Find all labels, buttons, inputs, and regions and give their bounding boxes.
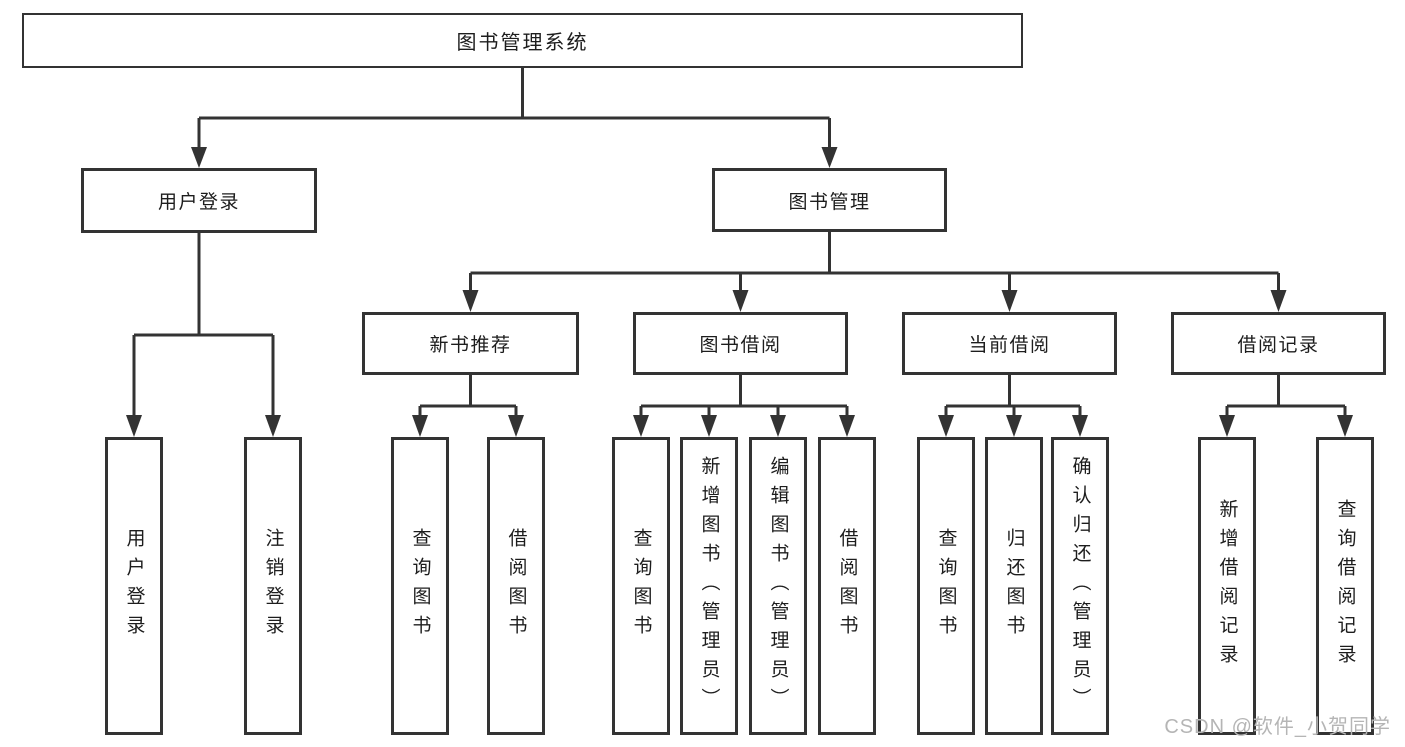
connector-root-to-level2 [191,68,838,168]
node-leaf-bb-borrow-book-label: 借阅图书 [836,528,858,644]
node-book-mgmt: 图书管理 [712,168,947,232]
node-leaf-cb-query-book: 查询图书 [917,437,975,735]
node-leaf-user-login-label: 用户登录 [123,528,145,644]
node-leaf-cb-query-book-label: 查询图书 [935,528,957,644]
connector-current-borrow-to-leaves [938,375,1088,437]
connector-book-borrow-to-leaves [633,375,855,437]
node-leaf-bb-add-book: 新增图书（管理员） [680,437,738,735]
connector-user-login-to-leaves [126,233,281,437]
connector-new-book-rec-to-leaves [412,375,524,437]
node-leaf-bb-edit-book-label: 编辑图书（管理员） [767,455,789,717]
node-book-borrow: 图书借阅 [633,312,848,375]
node-leaf-br-add-record: 新增借阅记录 [1198,437,1256,735]
node-leaf-rec-query-book: 查询图书 [391,437,449,735]
node-book-borrow-label: 图书借阅 [699,335,782,356]
node-leaf-br-query-record-label: 查询借阅记录 [1334,499,1356,673]
node-current-borrow-label: 当前借阅 [968,335,1051,356]
node-leaf-rec-borrow-book: 借阅图书 [487,437,545,735]
node-current-borrow: 当前借阅 [902,312,1117,375]
csdn-watermark: CSDN @软件_小贺同学 [1164,716,1391,738]
connector-book-mgmt-to-level3 [462,232,1287,312]
node-leaf-cb-return-book-label: 归还图书 [1003,528,1025,644]
node-leaf-bb-edit-book: 编辑图书（管理员） [749,437,807,735]
node-leaf-bb-query-book: 查询图书 [612,437,670,735]
node-leaf-br-add-record-label: 新增借阅记录 [1216,499,1238,673]
node-leaf-br-query-record: 查询借阅记录 [1316,437,1374,735]
node-root: 图书管理系统 [22,13,1023,68]
node-user-login-label: 用户登录 [157,192,240,213]
node-borrow-records: 借阅记录 [1171,312,1386,375]
node-leaf-logout-label: 注销登录 [262,528,284,644]
node-leaf-bb-query-book-label: 查询图书 [630,528,652,644]
node-leaf-cb-confirm-return-label: 确认归还（管理员） [1069,455,1091,717]
node-leaf-bb-add-book-label: 新增图书（管理员） [698,455,720,717]
node-leaf-cb-return-book: 归还图书 [985,437,1043,735]
node-root-label: 图书管理系统 [456,32,589,54]
node-leaf-user-login: 用户登录 [105,437,163,735]
node-book-mgmt-label: 图书管理 [788,191,871,213]
node-leaf-rec-borrow-book-label: 借阅图书 [505,528,527,644]
node-leaf-cb-confirm-return: 确认归还（管理员） [1051,437,1109,735]
node-leaf-bb-borrow-book: 借阅图书 [818,437,876,735]
node-new-book-rec-label: 新书推荐 [429,335,512,356]
connector-borrow-records-to-leaves [1219,375,1353,437]
node-new-book-rec: 新书推荐 [362,312,579,375]
node-user-login: 用户登录 [81,168,317,233]
node-leaf-logout: 注销登录 [244,437,302,735]
node-borrow-records-label: 借阅记录 [1237,335,1320,356]
node-leaf-rec-query-book-label: 查询图书 [409,528,431,644]
